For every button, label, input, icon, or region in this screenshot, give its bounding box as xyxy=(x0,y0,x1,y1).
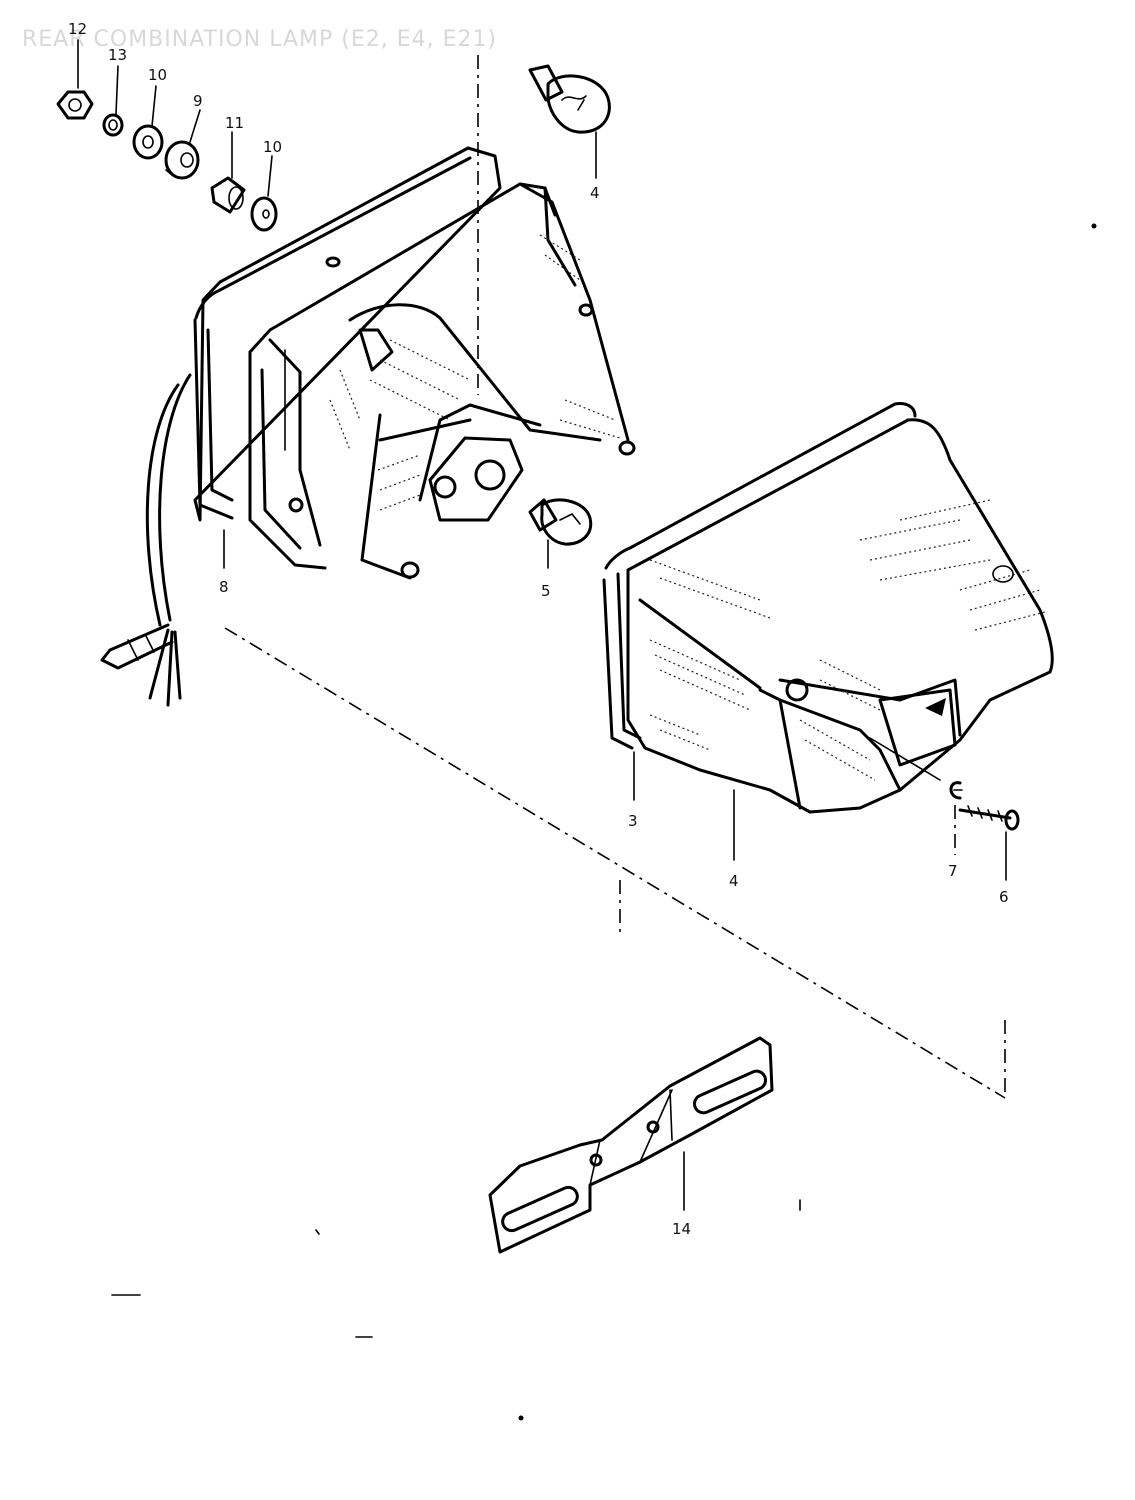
label-10-bottom: 10 xyxy=(263,138,282,156)
label-3: 3 xyxy=(628,812,638,830)
screw-6 xyxy=(958,805,1020,881)
collar-11 xyxy=(210,176,246,214)
grommet-9 xyxy=(164,140,200,180)
lamp-lens xyxy=(602,402,1054,814)
washer-7 xyxy=(949,781,963,855)
label-4-bulb: 4 xyxy=(590,184,600,202)
label-6: 6 xyxy=(999,888,1009,906)
label-9: 9 xyxy=(193,92,203,110)
label-13: 13 xyxy=(108,46,127,64)
bracket-14 xyxy=(488,1036,774,1254)
diagram-title: REAR COMBINATION LAMP (E2, E4, E21) xyxy=(22,27,497,52)
washer-13 xyxy=(102,113,124,137)
bulb-lower xyxy=(528,498,593,569)
label-7: 7 xyxy=(948,862,958,880)
nut-12 xyxy=(56,90,94,120)
wiring-harness xyxy=(100,373,192,707)
washer-10-bottom xyxy=(250,196,278,232)
lamp-housing xyxy=(193,146,636,580)
washer-10-top xyxy=(132,124,164,160)
label-4-lens: 4 xyxy=(729,872,739,890)
label-5: 5 xyxy=(541,582,551,600)
label-12: 12 xyxy=(68,20,87,38)
label-14: 14 xyxy=(672,1220,691,1238)
bulb-upper xyxy=(528,64,611,179)
label-10-top: 10 xyxy=(148,66,167,84)
label-11: 11 xyxy=(225,114,244,132)
label-8: 8 xyxy=(219,578,229,596)
